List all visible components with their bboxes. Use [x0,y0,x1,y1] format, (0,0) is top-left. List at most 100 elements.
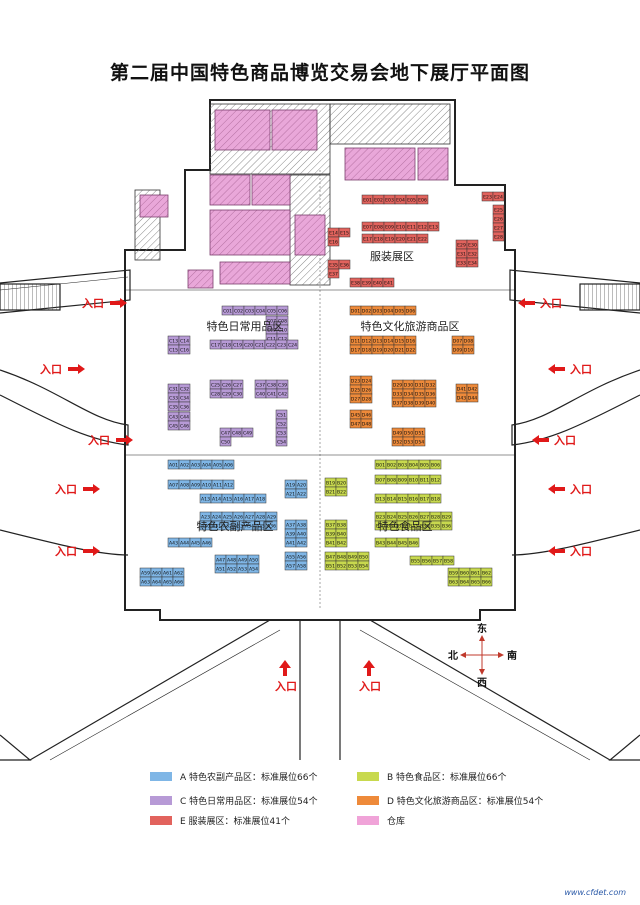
booth-D08[interactable]: D08 [462,335,475,346]
booth-B22[interactable]: B22 [335,486,348,497]
booth-B37[interactable]: B37 [324,519,337,530]
booth-B09[interactable]: B09 [396,474,409,485]
booth-C03[interactable]: C03 [243,305,256,316]
booth-C50[interactable]: C50 [219,436,232,447]
booth-C17[interactable]: C17 [209,339,222,350]
booth-C06[interactable]: C06 [276,305,289,316]
booth-C26[interactable]: C26 [220,379,233,390]
booth-E06[interactable]: E06 [416,194,429,205]
booth-A21[interactable]: A21 [284,488,297,499]
booth-C13[interactable]: C13 [167,335,180,346]
booth-B15[interactable]: B15 [396,493,409,504]
booth-E19[interactable]: E19 [383,233,396,244]
booth-D04[interactable]: D04 [382,305,395,316]
booth-A17[interactable]: A17 [243,493,256,504]
booth-C37[interactable]: C37 [254,379,267,390]
booth-E33[interactable]: E33 [455,257,468,268]
booth-B14[interactable]: B14 [385,493,398,504]
booth-D18[interactable]: D18 [360,344,373,355]
booth-B21[interactable]: B21 [324,486,337,497]
booth-E03[interactable]: E03 [383,194,396,205]
booth-A50[interactable]: A50 [247,554,260,565]
booth-B49[interactable]: B49 [346,551,359,562]
booth-B53[interactable]: B53 [346,560,359,571]
booth-C49[interactable]: C49 [241,427,254,438]
booth-D26[interactable]: D26 [360,384,373,395]
booth-A56[interactable]: A56 [295,551,308,562]
booth-C32[interactable]: C32 [178,383,191,394]
booth-D16[interactable]: D16 [404,335,417,346]
booth-A41[interactable]: A41 [284,537,297,548]
booth-A52[interactable]: A52 [225,563,238,574]
booth-B18[interactable]: B18 [429,493,442,504]
booth-D24[interactable]: D24 [360,375,373,386]
booth-B61[interactable]: B61 [469,567,482,578]
booth-B60[interactable]: B60 [458,567,471,578]
booth-E02[interactable]: E02 [372,194,385,205]
booth-D44[interactable]: D44 [466,392,479,403]
booth-D12[interactable]: D12 [360,335,373,346]
booth-A43[interactable]: A43 [167,537,180,548]
booth-E32[interactable]: E32 [466,248,479,259]
booth-C29[interactable]: C29 [220,388,233,399]
booth-C40[interactable]: C40 [254,388,267,399]
booth-A18[interactable]: A18 [254,493,267,504]
booth-B43[interactable]: B43 [374,537,387,548]
booth-A57[interactable]: A57 [284,560,297,571]
booth-E36[interactable]: E36 [338,259,351,270]
booth-E41[interactable]: E41 [382,277,395,288]
booth-C41[interactable]: C41 [265,388,278,399]
booth-C46[interactable]: C46 [178,420,191,431]
booth-D51[interactable]: D51 [413,427,426,438]
booth-E14[interactable]: E14 [327,227,340,238]
booth-B39[interactable]: B39 [324,528,337,539]
booth-A46[interactable]: A46 [200,537,213,548]
booth-C27[interactable]: C27 [231,379,244,390]
booth-A55[interactable]: A55 [284,551,297,562]
booth-A02[interactable]: A02 [178,459,191,470]
booth-E15[interactable]: E15 [338,227,351,238]
booth-E40[interactable]: E40 [371,277,384,288]
booth-C01[interactable]: C01 [221,305,234,316]
booth-E23[interactable]: E23 [481,191,494,202]
booth-E30[interactable]: E30 [466,239,479,250]
booth-A09[interactable]: A09 [189,479,202,490]
booth-C31[interactable]: C31 [167,383,180,394]
booth-D07[interactable]: D07 [451,335,464,346]
booth-B63[interactable]: B63 [447,576,460,587]
booth-E10[interactable]: E10 [394,221,407,232]
booth-E37[interactable]: E37 [327,268,340,279]
booth-B08[interactable]: B08 [385,474,398,485]
booth-A10[interactable]: A10 [200,479,213,490]
booth-A07[interactable]: A07 [167,479,180,490]
booth-D15[interactable]: D15 [393,335,406,346]
booth-C44[interactable]: C44 [178,411,191,422]
booth-E25[interactable]: E25 [492,204,505,215]
booth-E26[interactable]: E26 [492,213,505,224]
booth-B59[interactable]: B59 [447,567,460,578]
booth-B50[interactable]: B50 [357,551,370,562]
booth-B52[interactable]: B52 [335,560,348,571]
booth-B54[interactable]: B54 [357,560,370,571]
booth-E18[interactable]: E18 [372,233,385,244]
booth-D50[interactable]: D50 [402,427,415,438]
booth-D10[interactable]: D10 [462,344,475,355]
booth-B40[interactable]: B40 [335,528,348,539]
booth-B57[interactable]: B57 [431,555,444,566]
booth-A54[interactable]: A54 [247,563,260,574]
booth-C39[interactable]: C39 [276,379,289,390]
booth-A19[interactable]: A19 [284,479,297,490]
booth-C22[interactable]: C22 [264,339,277,350]
booth-A48[interactable]: A48 [225,554,238,565]
booth-E21[interactable]: E21 [405,233,418,244]
booth-A58[interactable]: A58 [295,560,308,571]
booth-C48[interactable]: C48 [230,427,243,438]
booth-C05[interactable]: C05 [265,305,278,316]
booth-D03[interactable]: D03 [371,305,384,316]
booth-B56[interactable]: B56 [420,555,433,566]
booth-A36[interactable]: A36 [265,520,278,531]
booth-A12[interactable]: A12 [222,479,235,490]
booth-C21[interactable]: C21 [253,339,266,350]
booth-A42[interactable]: A42 [295,537,308,548]
booth-A59[interactable]: A59 [139,567,152,578]
